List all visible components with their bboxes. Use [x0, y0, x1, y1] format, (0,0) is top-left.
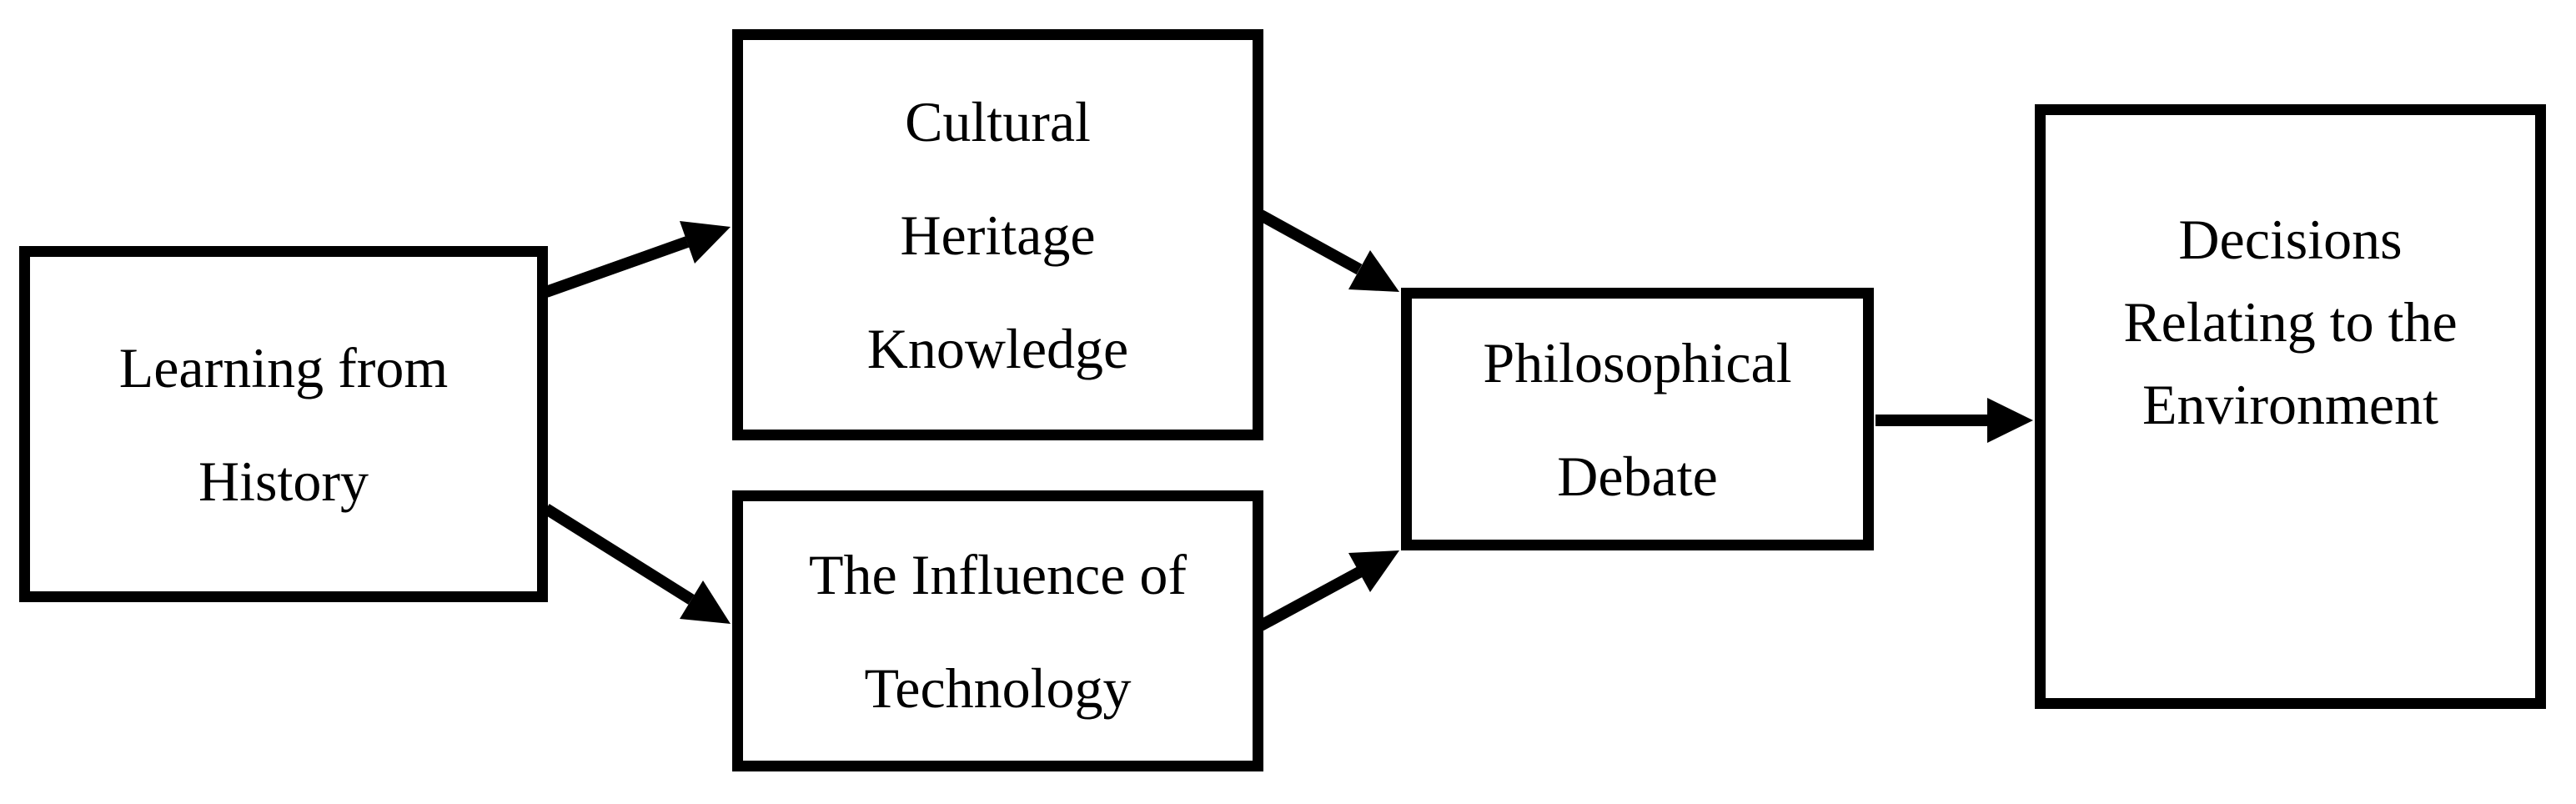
- node-label-line: Decisions: [2178, 208, 2403, 271]
- node-influence-of-technology: The Influence of Technology: [732, 490, 1263, 771]
- node-label-line: Philosophical: [1483, 330, 1792, 394]
- node-decisions-relating-to-environment: Decisions Relating to the Environment: [2035, 104, 2546, 709]
- node-label-line: Environment: [2142, 373, 2439, 436]
- arrow-technology-to-debate: [1258, 550, 1399, 631]
- node-label-line: Relating to the: [2123, 290, 2458, 354]
- arrow-learning-to-cultural: [544, 221, 731, 298]
- arrow-learning-to-technology: [543, 504, 731, 624]
- node-label-line: Technology: [864, 656, 1132, 720]
- node-label-line: Knowledge: [866, 316, 1129, 380]
- node-cultural-heritage-knowledge: Cultural Heritage Knowledge: [732, 29, 1263, 440]
- node-label-line: Learning from: [118, 335, 449, 399]
- node-learning-from-history: Learning from History: [19, 246, 548, 602]
- node-label-line: The Influence of: [808, 542, 1188, 606]
- node-label-line: History: [198, 449, 369, 513]
- node-label-line: Cultural: [905, 89, 1091, 153]
- arrow-cultural-to-debate: [1258, 209, 1399, 292]
- node-label-line: Debate: [1557, 444, 1718, 508]
- node-philosophical-debate: Philosophical Debate: [1401, 288, 1874, 550]
- arrow-debate-to-decisions: [1876, 398, 2033, 443]
- node-label-line: Heritage: [900, 203, 1096, 267]
